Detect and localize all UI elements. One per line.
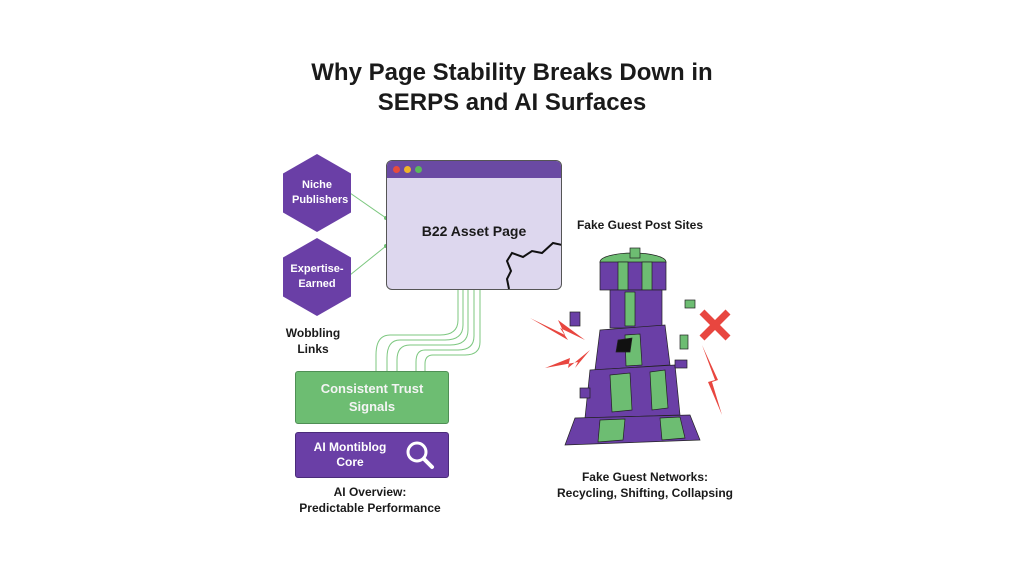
crack-icon <box>505 241 561 289</box>
wobble-link <box>415 288 475 371</box>
expertise-earned-node: Expertise-Earned <box>283 238 351 316</box>
wobble-link <box>375 288 459 371</box>
fake-guest-networks-label: Fake Guest Networks: Recycling, Shifting… <box>556 470 733 500</box>
page-title: Why Page Stability Breaks Down in SERPS … <box>311 59 713 116</box>
wobbling-links-label: Wobbling Links <box>285 326 341 356</box>
search-icon <box>406 441 434 469</box>
lightning-icon <box>530 318 722 415</box>
niche-publishers-node: Niche Publishers <box>283 154 351 232</box>
x-mark-icon <box>699 309 731 341</box>
wobble-link <box>396 288 469 371</box>
close-dot-icon <box>393 166 400 173</box>
wobble-link <box>386 288 464 371</box>
consistent-trust-signals-box: Consistent Trust Signals <box>295 371 449 424</box>
connector-niche <box>349 192 387 219</box>
asset-page-window: B22 Asset Page <box>386 160 562 290</box>
window-titlebar <box>387 161 561 178</box>
ai-overview-label: AI Overview: Predictable Performance <box>299 485 441 515</box>
fake-guest-sites-label: Fake Guest Post Sites <box>576 218 704 232</box>
connector-expertise <box>349 245 387 276</box>
minimize-dot-icon <box>404 166 411 173</box>
wobble-link <box>424 288 481 371</box>
maximize-dot-icon <box>415 166 422 173</box>
crumbling-tower-icon <box>530 247 731 446</box>
